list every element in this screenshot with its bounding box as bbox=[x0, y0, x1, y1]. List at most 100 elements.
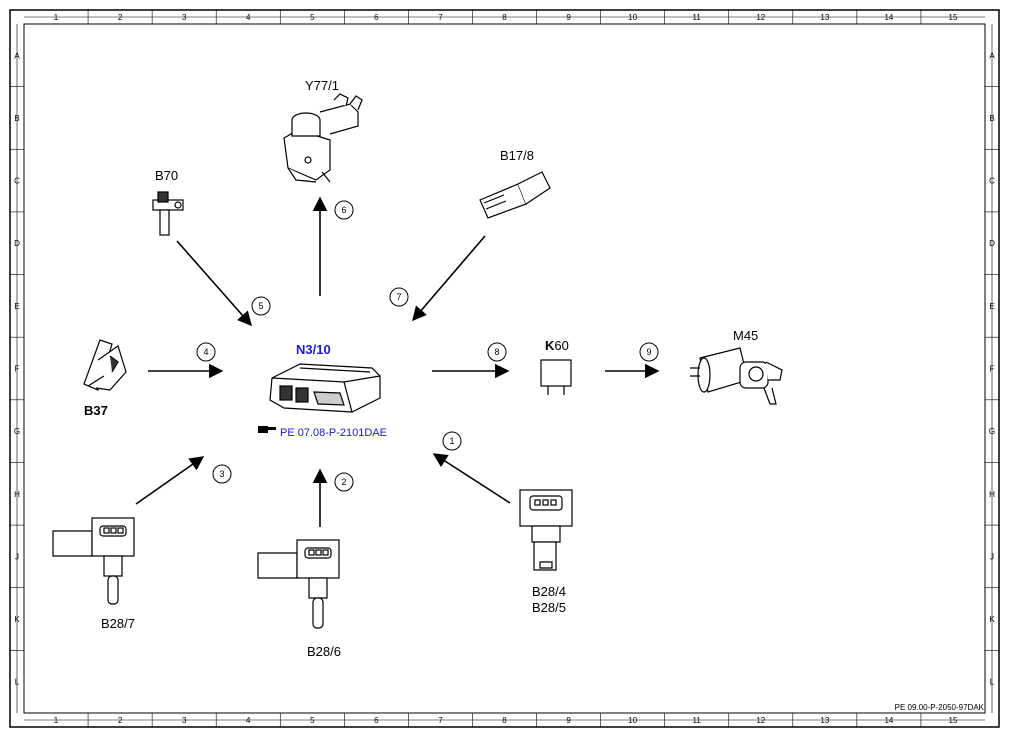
column-label-top: 6 bbox=[374, 13, 379, 22]
ecu-label: N3/10 bbox=[296, 342, 331, 357]
callout-7: 7 bbox=[389, 287, 409, 307]
column-label-bottom: 6 bbox=[374, 716, 379, 725]
m45-component: M45 bbox=[690, 328, 783, 405]
svg-text:1: 1 bbox=[449, 436, 454, 446]
row-label-right: G bbox=[989, 427, 995, 436]
arrow-7 bbox=[412, 235, 486, 322]
b28-5-label: B28/5 bbox=[532, 600, 566, 615]
column-label-top: 4 bbox=[246, 13, 251, 22]
m45-label: M45 bbox=[733, 328, 758, 343]
row-label-left: D bbox=[14, 239, 20, 248]
row-label-left: J bbox=[15, 552, 19, 561]
callout-9: 9 bbox=[639, 342, 659, 362]
row-label-right: L bbox=[990, 678, 995, 687]
svg-text:8: 8 bbox=[494, 347, 499, 357]
row-label-right: B bbox=[989, 114, 994, 123]
b17-8-component: B17/8 bbox=[479, 148, 551, 219]
column-label-bottom: 1 bbox=[54, 716, 59, 725]
pressure-sensor-icon bbox=[52, 517, 135, 605]
column-label-top: 12 bbox=[756, 13, 765, 22]
row-label-right: C bbox=[989, 177, 995, 186]
row-label-right: K bbox=[989, 615, 995, 624]
pump-motor-icon bbox=[690, 347, 783, 405]
border-frame bbox=[9, 9, 1000, 728]
arrow-1 bbox=[432, 453, 511, 504]
arrow-5 bbox=[176, 240, 252, 327]
k60-component: K60 bbox=[540, 338, 572, 395]
column-label-top: 15 bbox=[949, 13, 958, 22]
row-label-left: A bbox=[14, 51, 20, 60]
document-reference: PE 09.00-P-2050-97DAK bbox=[895, 703, 985, 712]
pressure-sensor-icon bbox=[257, 539, 340, 629]
column-label-bottom: 10 bbox=[628, 716, 637, 725]
b28-4-component: B28/4 B28/5 bbox=[519, 489, 573, 615]
svg-text:6: 6 bbox=[341, 205, 346, 215]
row-label-left: C bbox=[14, 177, 20, 186]
reference-icon bbox=[258, 426, 276, 433]
b70-component: B70 bbox=[152, 168, 184, 236]
signal-arrows bbox=[135, 196, 660, 527]
row-label-right: D bbox=[989, 239, 995, 248]
ecu-icon bbox=[269, 363, 381, 413]
row-label-left: K bbox=[14, 615, 20, 624]
row-label-left: B bbox=[14, 114, 19, 123]
arrow-3 bbox=[135, 456, 205, 505]
column-label-bottom: 7 bbox=[438, 716, 443, 725]
y77-1-component: Y77/1 bbox=[283, 78, 363, 183]
row-label-right: E bbox=[989, 302, 994, 311]
callout-4: 4 bbox=[196, 342, 216, 362]
column-label-bottom: 15 bbox=[949, 716, 958, 725]
b28-6-label: B28/6 bbox=[307, 644, 341, 659]
svg-text:4: 4 bbox=[203, 347, 208, 357]
callout-8: 8 bbox=[487, 342, 507, 362]
grid-labels: 1122334455667788991010111112121313141415… bbox=[14, 13, 995, 725]
b28-6-component: B28/6 bbox=[257, 539, 341, 659]
svg-text:5: 5 bbox=[258, 301, 263, 311]
column-label-top: 8 bbox=[502, 13, 507, 22]
callout-6: 6 bbox=[334, 200, 354, 220]
pressure-sensor-icon bbox=[519, 489, 573, 571]
b28-4-label: B28/4 bbox=[532, 584, 566, 599]
column-label-top: 5 bbox=[310, 13, 315, 22]
column-label-top: 3 bbox=[182, 13, 187, 22]
column-label-top: 10 bbox=[628, 13, 637, 22]
crank-sensor-icon bbox=[152, 191, 184, 236]
row-label-left: H bbox=[14, 490, 20, 499]
callout-1: 1 bbox=[442, 431, 462, 451]
arrow-callouts: 1 2 3 4 5 6 7 8 9 bbox=[196, 200, 659, 492]
b37-component: B37 bbox=[83, 339, 127, 418]
svg-text:7: 7 bbox=[396, 292, 401, 302]
b28-7-component: B28/7 bbox=[52, 517, 135, 631]
svg-text:2: 2 bbox=[341, 477, 346, 487]
column-label-top: 2 bbox=[118, 13, 123, 22]
callout-5: 5 bbox=[251, 296, 271, 316]
column-label-top: 7 bbox=[438, 13, 443, 22]
column-label-bottom: 8 bbox=[502, 716, 507, 725]
column-label-bottom: 11 bbox=[693, 716, 702, 725]
column-label-bottom: 13 bbox=[820, 716, 829, 725]
transducer-icon bbox=[283, 93, 363, 183]
row-label-left: F bbox=[15, 365, 20, 374]
k60-label: K60 bbox=[545, 338, 569, 353]
row-label-left: L bbox=[15, 678, 20, 687]
column-label-top: 13 bbox=[820, 13, 829, 22]
b28-7-label: B28/7 bbox=[101, 616, 135, 631]
relay-icon bbox=[540, 359, 572, 395]
row-label-right: A bbox=[989, 51, 995, 60]
column-label-bottom: 14 bbox=[884, 716, 893, 725]
row-label-left: G bbox=[14, 427, 20, 436]
column-label-top: 11 bbox=[693, 13, 702, 22]
b37-label: B37 bbox=[84, 403, 108, 418]
column-label-bottom: 12 bbox=[756, 716, 765, 725]
row-label-right: H bbox=[989, 490, 995, 499]
ecu-reference: PE 07.08-P-2101DAE bbox=[280, 427, 387, 439]
column-label-top: 14 bbox=[884, 13, 893, 22]
column-label-bottom: 3 bbox=[182, 716, 187, 725]
column-label-bottom: 9 bbox=[566, 716, 571, 725]
pedal-sensor-icon bbox=[83, 339, 127, 391]
grid-ticks bbox=[10, 10, 999, 727]
b17-8-label-text: B17/8 bbox=[500, 148, 534, 163]
y77-label: Y77/1 bbox=[305, 78, 339, 93]
temp-sensor-icon bbox=[479, 171, 551, 219]
